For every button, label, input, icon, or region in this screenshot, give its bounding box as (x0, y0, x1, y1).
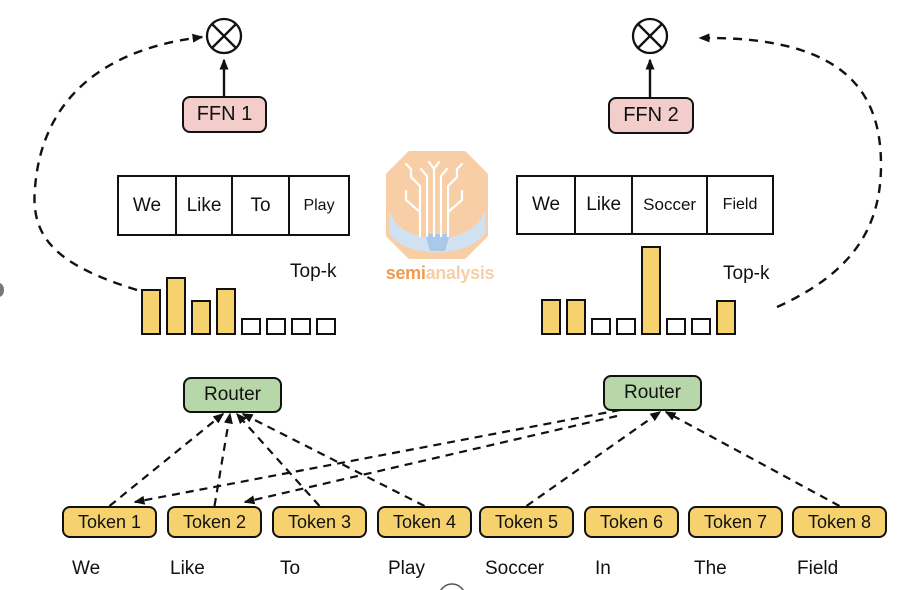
token-word-8: Field (797, 558, 839, 579)
context-cell: We (119, 177, 177, 234)
token-word-2: Like (170, 558, 205, 579)
semianalysis-wordmark: semianalysis (378, 263, 502, 284)
connection-token2-router-right (243, 414, 618, 505)
connection-token1-router-right (133, 408, 621, 505)
left-edge-artifact (0, 283, 4, 297)
token-word-5: Soccer (485, 558, 545, 579)
token-box-1: Token 1 (62, 506, 157, 538)
router-box-left: Router (183, 377, 282, 413)
topk-label-right: Top-k (723, 263, 770, 284)
gate-bar-selected (191, 300, 211, 335)
token-box-2: Token 2 (167, 506, 262, 538)
token-word-1: We (72, 558, 101, 579)
gate-bar-selected (641, 246, 661, 335)
logo-tree-branches (404, 160, 464, 238)
gate-bar-unselected (666, 318, 686, 335)
context-cell: Like (177, 177, 234, 234)
connection-token3-router-left (235, 412, 321, 507)
gate-bar-unselected (691, 318, 711, 335)
bottom-edge-artifact (440, 583, 464, 590)
context-cell: To (233, 177, 291, 234)
token-box-4: Token 4 (377, 506, 472, 538)
gate-weights-curve-left (33, 33, 204, 292)
gate-bar-unselected (291, 318, 311, 335)
ffn2-label: FFN 2 (623, 104, 679, 126)
context-cell: Play (303, 196, 335, 214)
gate-bar-unselected (241, 318, 261, 335)
context-cell: We (518, 177, 577, 233)
token-word-6: In (595, 558, 611, 579)
token-word-4: Play (388, 558, 425, 579)
multiply-combine-icon-right (631, 17, 669, 55)
connection-token1-router-left (108, 413, 225, 507)
gate-bar-unselected (616, 318, 636, 335)
connection-token5-router-right (525, 411, 662, 507)
context-cell: Like (576, 177, 634, 233)
token-box-7: Token 7 (688, 506, 783, 538)
multiply-combine-icon-left (205, 17, 243, 55)
token-box-8: Token 8 (792, 506, 887, 538)
gate-bar-selected (541, 299, 561, 335)
token-box-3: Token 3 (272, 506, 367, 538)
gate-bar-unselected (316, 318, 336, 335)
ffn1-box: FFN 1 (182, 96, 267, 133)
ffn2-box: FFN 2 (608, 97, 694, 134)
gate-weights-curve-right (698, 33, 883, 309)
topk-label-left: Top-k (290, 261, 337, 282)
wordmark-semi: semi (385, 263, 426, 283)
ffn1-label: FFN 1 (196, 103, 253, 125)
gate-bar-selected (216, 288, 236, 335)
router-right-label: Router (623, 382, 682, 403)
connection-token4-router-left (241, 413, 425, 507)
token-word-7: The (694, 558, 727, 579)
gate-bar-unselected (266, 318, 286, 335)
context-cell: Soccer (633, 177, 709, 233)
router-box-right: Router (603, 375, 702, 411)
gate-bar-selected (141, 289, 161, 335)
token-router-connections (108, 408, 841, 507)
connection-token8-router-right (664, 411, 841, 507)
token-box-6: Token 6 (584, 506, 679, 538)
gate-bar-selected (566, 299, 586, 335)
wordmark-analysis: analysis (425, 263, 495, 283)
gate-bar-unselected (591, 318, 611, 335)
gate-bar-selected (716, 300, 736, 335)
gate-bar-selected (166, 277, 186, 335)
token-box-5: Token 5 (479, 506, 574, 538)
context-cell: Field (722, 196, 758, 213)
router-left-label: Router (203, 384, 262, 405)
connection-token2-router-left (213, 412, 233, 507)
semianalysis-logo-icon (386, 151, 488, 259)
token-word-3: To (280, 558, 301, 579)
